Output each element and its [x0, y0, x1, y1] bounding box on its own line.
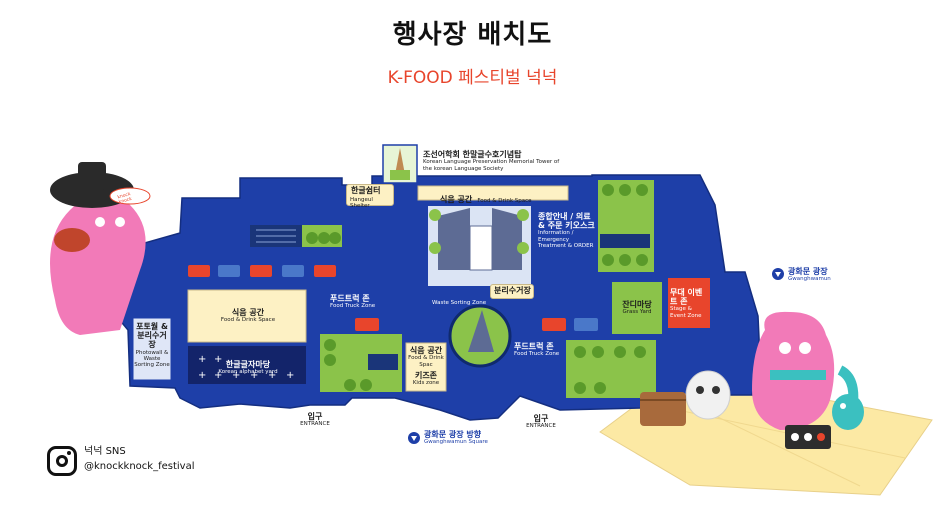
food-box-icon — [785, 425, 831, 449]
foodtruck-left-label: 푸드트럭 존 Food Truck Zone — [330, 294, 375, 310]
sns-label: 넉넉 SNS — [84, 446, 126, 457]
square-right-en: Gwanghwamun — [788, 276, 831, 283]
green-zone-right — [598, 180, 654, 272]
stage-label: 무대 이벤트 존 Stage & Event Zone — [670, 288, 708, 319]
grass-yard-label: 잔디마당 Grass Yard — [614, 300, 660, 316]
square-direction-en: Gwanghwamun Square — [424, 439, 488, 446]
svg-text:+: + — [214, 354, 222, 365]
entrance-right[interactable]: 입구 ENTRANCE — [526, 414, 556, 430]
photowall-label: 포토월 & 분리수거장 Photowall & Waste Sorting Zo… — [134, 322, 170, 369]
dino-mascot-icon — [832, 394, 864, 430]
photowall-en: Photowall & Waste Sorting Zone — [134, 349, 170, 369]
grass-yard-ko: 잔디마당 — [622, 300, 652, 309]
info-en: Information / Emergency Treatment & ORDE… — [538, 230, 594, 249]
food-mid-en: Food & Drink Spac — [408, 355, 444, 368]
svg-text:+: + — [250, 370, 258, 381]
waste-sorting-en: Waste Sorting Zone — [432, 300, 487, 306]
kids-en: Kids zone — [412, 380, 440, 386]
food-top-label: 식음 공간 Food & Drink Space — [440, 188, 532, 206]
photowall-ko: 포토월 & 분리수거장 — [136, 322, 168, 350]
waste-sorting-building — [428, 206, 531, 286]
foodtruck-left-en: Food Truck Zone — [330, 303, 376, 310]
grass-yard-en: Grass Yard — [622, 309, 652, 316]
tower-label: 조선어학회 한말글수호기념탑 Korean Language Preservat… — [423, 150, 563, 172]
entrance-right-en: ENTRANCE — [526, 423, 556, 430]
svg-text:+: + — [198, 354, 206, 365]
hangeul-shelter-en: Hangeul Shelter — [350, 197, 373, 210]
svg-text:+: + — [268, 370, 276, 381]
foodtruck-left-ko: 푸드트럭 존 — [330, 294, 370, 303]
recycle-ko: 분리수거장 — [494, 286, 531, 295]
food-mid-ko: 식음 공간 — [409, 346, 443, 355]
stage-en: Stage & Event Zone — [670, 306, 702, 319]
foodtruck-right-label: 푸드트럭 존 Food Truck Zone — [514, 342, 559, 358]
tower-label-ko: 조선어학회 한말글수호기념탑 — [423, 150, 522, 159]
green-zone-middle — [320, 334, 402, 392]
green-zone-bottom — [566, 340, 656, 398]
square-right-label: 광화문 광장 Gwanghwamun — [788, 267, 831, 283]
mascot-white-icon — [685, 370, 731, 420]
food-mid-label: 식음 공간 Food & Drink Spac 키즈존 Kids zone — [408, 346, 444, 386]
instagram-icon[interactable] — [47, 446, 77, 476]
entrance-left-ko: 입구 — [307, 412, 323, 421]
alphabet-yard-label: 한글글자마당 Korean alphabet yard — [200, 360, 296, 376]
square-direction-ko: 광화문 광장 방향 — [424, 430, 482, 439]
mascot-left-icon — [50, 162, 146, 335]
page-title: 행사장 배치도 — [392, 20, 553, 50]
entrance-left[interactable]: 입구 ENTRANCE — [300, 412, 330, 428]
hangeul-shelter-ko: 한글쉼터 — [351, 186, 381, 195]
tower-label-en: Korean Language Preservation Memorial To… — [423, 159, 560, 172]
food-top-en: Food & Drink Space — [477, 198, 532, 204]
food-top-ko: 식음 공간 — [440, 195, 473, 204]
mascot-right-icon — [752, 311, 859, 430]
food-left-ko: 식음 공간 — [231, 308, 265, 317]
foodtruck-right-en: Food Truck Zone — [514, 351, 560, 358]
svg-text:+: + — [198, 370, 206, 381]
picnic-basket-icon — [640, 392, 686, 426]
alphabet-yard-ko: 한글글자마당 — [225, 360, 271, 369]
food-trucks-left — [188, 265, 379, 331]
kids-ko: 키즈존 — [414, 370, 438, 380]
tree-cluster-top — [250, 225, 342, 247]
square-direction-label: 광화문 광장 방향 Gwanghwamun Square — [424, 430, 488, 446]
foodtruck-right-ko: 푸드트럭 존 — [514, 342, 554, 351]
svg-text:+: + — [286, 370, 294, 381]
svg-text:+: + — [214, 370, 222, 381]
food-left-label: 식음 공간 Food & Drink Space — [198, 308, 298, 324]
central-monument — [448, 304, 512, 368]
info-ko: 종합안내 / 의료 & 주문 키오스크 — [538, 212, 595, 231]
alphabet-yard-en: Korean alphabet yard — [218, 369, 278, 376]
recycle-area: 분리수거장 — [490, 284, 534, 299]
sns-handle[interactable]: @knockknock_festival — [84, 461, 195, 472]
info-label: 종합안내 / 의료 & 주문 키오스크 Information / Emerge… — [538, 212, 596, 249]
entrance-left-en: ENTRANCE — [300, 421, 330, 428]
square-right-ko: 광화문 광장 — [788, 267, 828, 276]
food-left-en: Food & Drink Space — [220, 317, 276, 324]
hangeul-shelter: 한글쉼터 Hangeul Shelter — [346, 184, 394, 209]
memorial-tower-icon — [382, 144, 418, 184]
svg-text:+: + — [232, 370, 240, 381]
page-subtitle: K-FOOD 페스티벌 넉넉 — [387, 68, 558, 88]
entrance-right-ko: 입구 — [533, 414, 549, 423]
waste-sorting-label: Waste Sorting Zone — [432, 290, 486, 308]
stage-ko: 무대 이벤트 존 — [670, 288, 703, 307]
